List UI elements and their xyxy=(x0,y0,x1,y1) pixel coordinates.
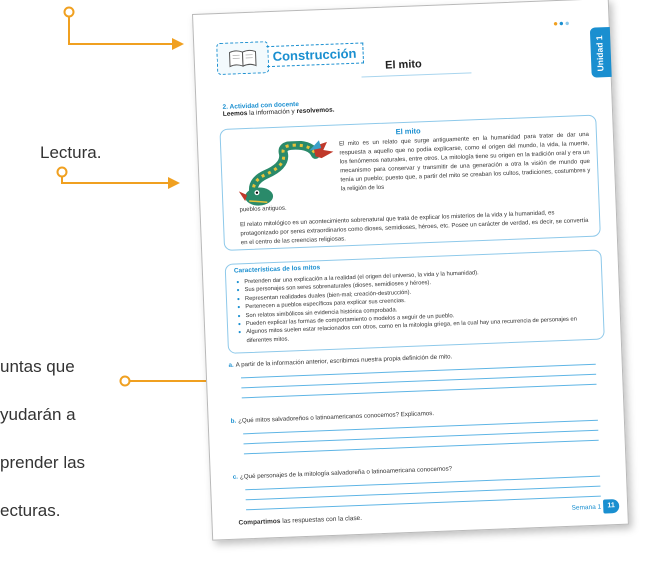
callout-line-lectura xyxy=(61,176,168,184)
question-c: c.¿Qué personajes de la mitología salvad… xyxy=(232,459,609,511)
reading-paragraph-1: El mito es un relato que surge antiguame… xyxy=(339,131,591,193)
book-icon-box xyxy=(216,41,270,76)
question-letter: a. xyxy=(228,361,234,369)
activity-verb-1: Leemos xyxy=(222,109,248,118)
question-b: b.¿Qué mitos salvadoreños o latinoameric… xyxy=(230,403,607,455)
reading-box: El mito El mito es un relato que surge a… xyxy=(219,114,601,251)
textbook-page: ●●● Unidad 1 Construcción El mito 2. Act… xyxy=(192,0,629,541)
share-instruction: Compartimos las respuestas con la clase. xyxy=(238,515,362,527)
section-title: Construcción xyxy=(266,42,364,68)
callout-label-preguntas: untas que yudarán a prender las ecturas. xyxy=(0,331,140,547)
unit-tab-label: Unidad 1 xyxy=(594,35,606,72)
page-sheet: ●●● Unidad 1 Construcción El mito 2. Act… xyxy=(192,0,629,541)
callout-preguntas-line: prender las xyxy=(0,453,86,472)
question-letter: b. xyxy=(230,417,237,425)
page-number-badge: 11 xyxy=(602,498,620,514)
characteristics-box: Características de los mitos Pretenden d… xyxy=(224,249,605,354)
callout-preguntas-line: untas que xyxy=(0,357,75,376)
callout-line-top xyxy=(68,16,172,45)
callout-preguntas-line: yudarán a xyxy=(0,405,76,424)
open-book-icon xyxy=(228,49,257,68)
share-rest: las respuestas con la clase. xyxy=(280,514,363,525)
page-title: El mito xyxy=(384,58,422,72)
question-prompt: A partir de la información anterior, esc… xyxy=(235,353,453,369)
activity-instruction-mid: la información y xyxy=(247,108,297,117)
reading-paragraph-2: El relato mitológico es un acontecimient… xyxy=(240,210,589,247)
share-verb: Compartimos xyxy=(238,517,281,527)
decorative-dots-icon: ●●● xyxy=(552,18,571,29)
activity-verb-2: resolvemos. xyxy=(296,106,335,116)
characteristics-title: Características de los mitos xyxy=(233,264,321,275)
characteristics-list: Pretenden dar una explicación a la reali… xyxy=(236,265,598,346)
feathered-serpent-illustration xyxy=(238,140,334,206)
callout-arrowhead-lectura xyxy=(168,177,180,189)
question-prompt: ¿Qué personajes de la mitología salvador… xyxy=(239,465,453,481)
callout-preguntas-line: ecturas. xyxy=(0,501,61,520)
callout-arrowhead-top xyxy=(172,38,184,50)
week-label: Semana 1 xyxy=(571,503,602,512)
unit-tab: Unidad 1 xyxy=(589,26,612,78)
callout-label-lectura: Lectura. xyxy=(40,143,102,162)
callout-dot-top xyxy=(63,6,75,18)
question-letter: c. xyxy=(232,473,239,481)
title-underline xyxy=(361,72,472,78)
question-prompt: ¿Qué mitos salvadoreños o latinoamerican… xyxy=(238,410,435,425)
question-a: a.A partir de la información anterior, e… xyxy=(228,347,604,399)
section-header: Construcción xyxy=(216,41,364,76)
callout-dot-lectura xyxy=(56,166,68,178)
